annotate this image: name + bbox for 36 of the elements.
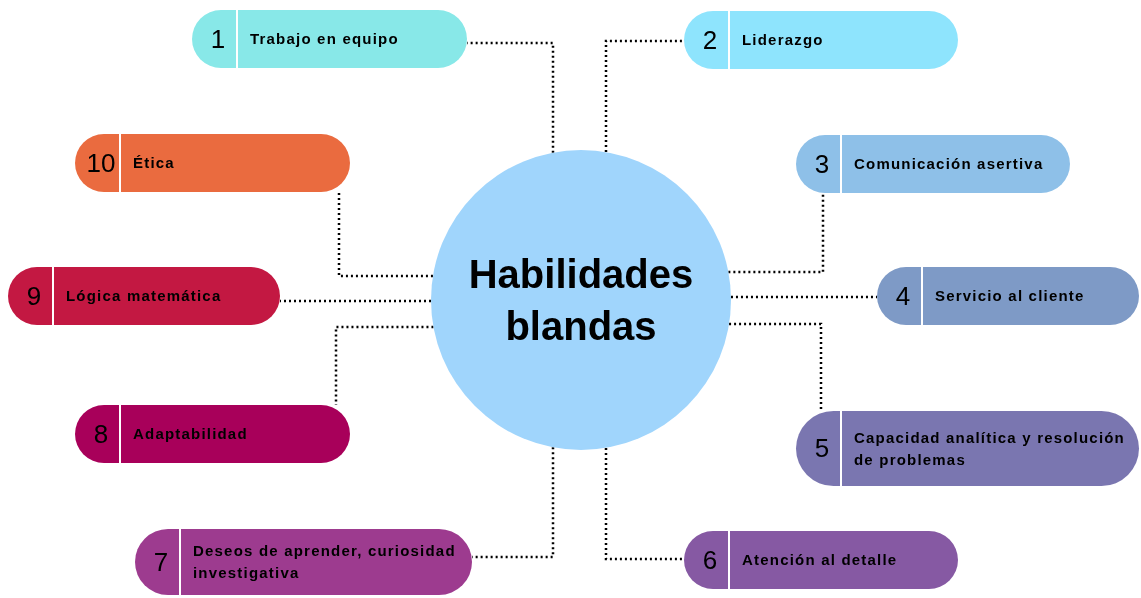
skill-number: 6 bbox=[702, 543, 718, 577]
skill-number: 8 bbox=[93, 417, 109, 451]
skill-number: 5 bbox=[814, 432, 830, 465]
skill-number: 4 bbox=[895, 279, 911, 313]
skill-label: Deseos de aprender, curiosidad investigativa bbox=[193, 541, 457, 583]
connector-line bbox=[604, 447, 684, 561]
skill-number: 7 bbox=[153, 545, 169, 579]
skill-label: Capacidad analítica y resolución de problemas bbox=[854, 427, 1126, 470]
skill-pill bbox=[684, 11, 958, 69]
skill-pill bbox=[8, 267, 280, 325]
connector-line bbox=[729, 322, 823, 411]
skill-pill bbox=[75, 405, 350, 463]
skill-pill bbox=[877, 267, 1139, 325]
skill-pill bbox=[192, 10, 467, 68]
skill-label: Servicio al cliente bbox=[935, 286, 1085, 307]
connector-line bbox=[467, 41, 555, 153]
skill-number: 2 bbox=[702, 23, 718, 57]
connector-line bbox=[334, 325, 434, 405]
connector-line bbox=[472, 447, 555, 559]
skill-label: Atención al detalle bbox=[742, 550, 898, 571]
skill-number: 1 bbox=[210, 22, 226, 56]
skill-label: Comunicación asertiva bbox=[854, 154, 1044, 175]
skill-label: Ética bbox=[133, 153, 175, 174]
connector-line bbox=[728, 193, 825, 274]
skill-number: 3 bbox=[814, 147, 830, 181]
skill-number: 9 bbox=[26, 279, 42, 313]
skill-label: Adaptabilidad bbox=[133, 424, 248, 445]
skill-number: 10 bbox=[86, 146, 116, 180]
central-title: Habilidades blandas bbox=[467, 251, 695, 350]
connector-line bbox=[337, 192, 433, 278]
skill-label: Trabajo en equipo bbox=[250, 29, 399, 50]
skill-pill bbox=[796, 135, 1070, 193]
skill-pill bbox=[75, 134, 350, 192]
skill-label: Lógica matemática bbox=[66, 286, 222, 307]
skill-label: Liderazgo bbox=[742, 30, 824, 51]
skill-pill bbox=[684, 531, 958, 589]
